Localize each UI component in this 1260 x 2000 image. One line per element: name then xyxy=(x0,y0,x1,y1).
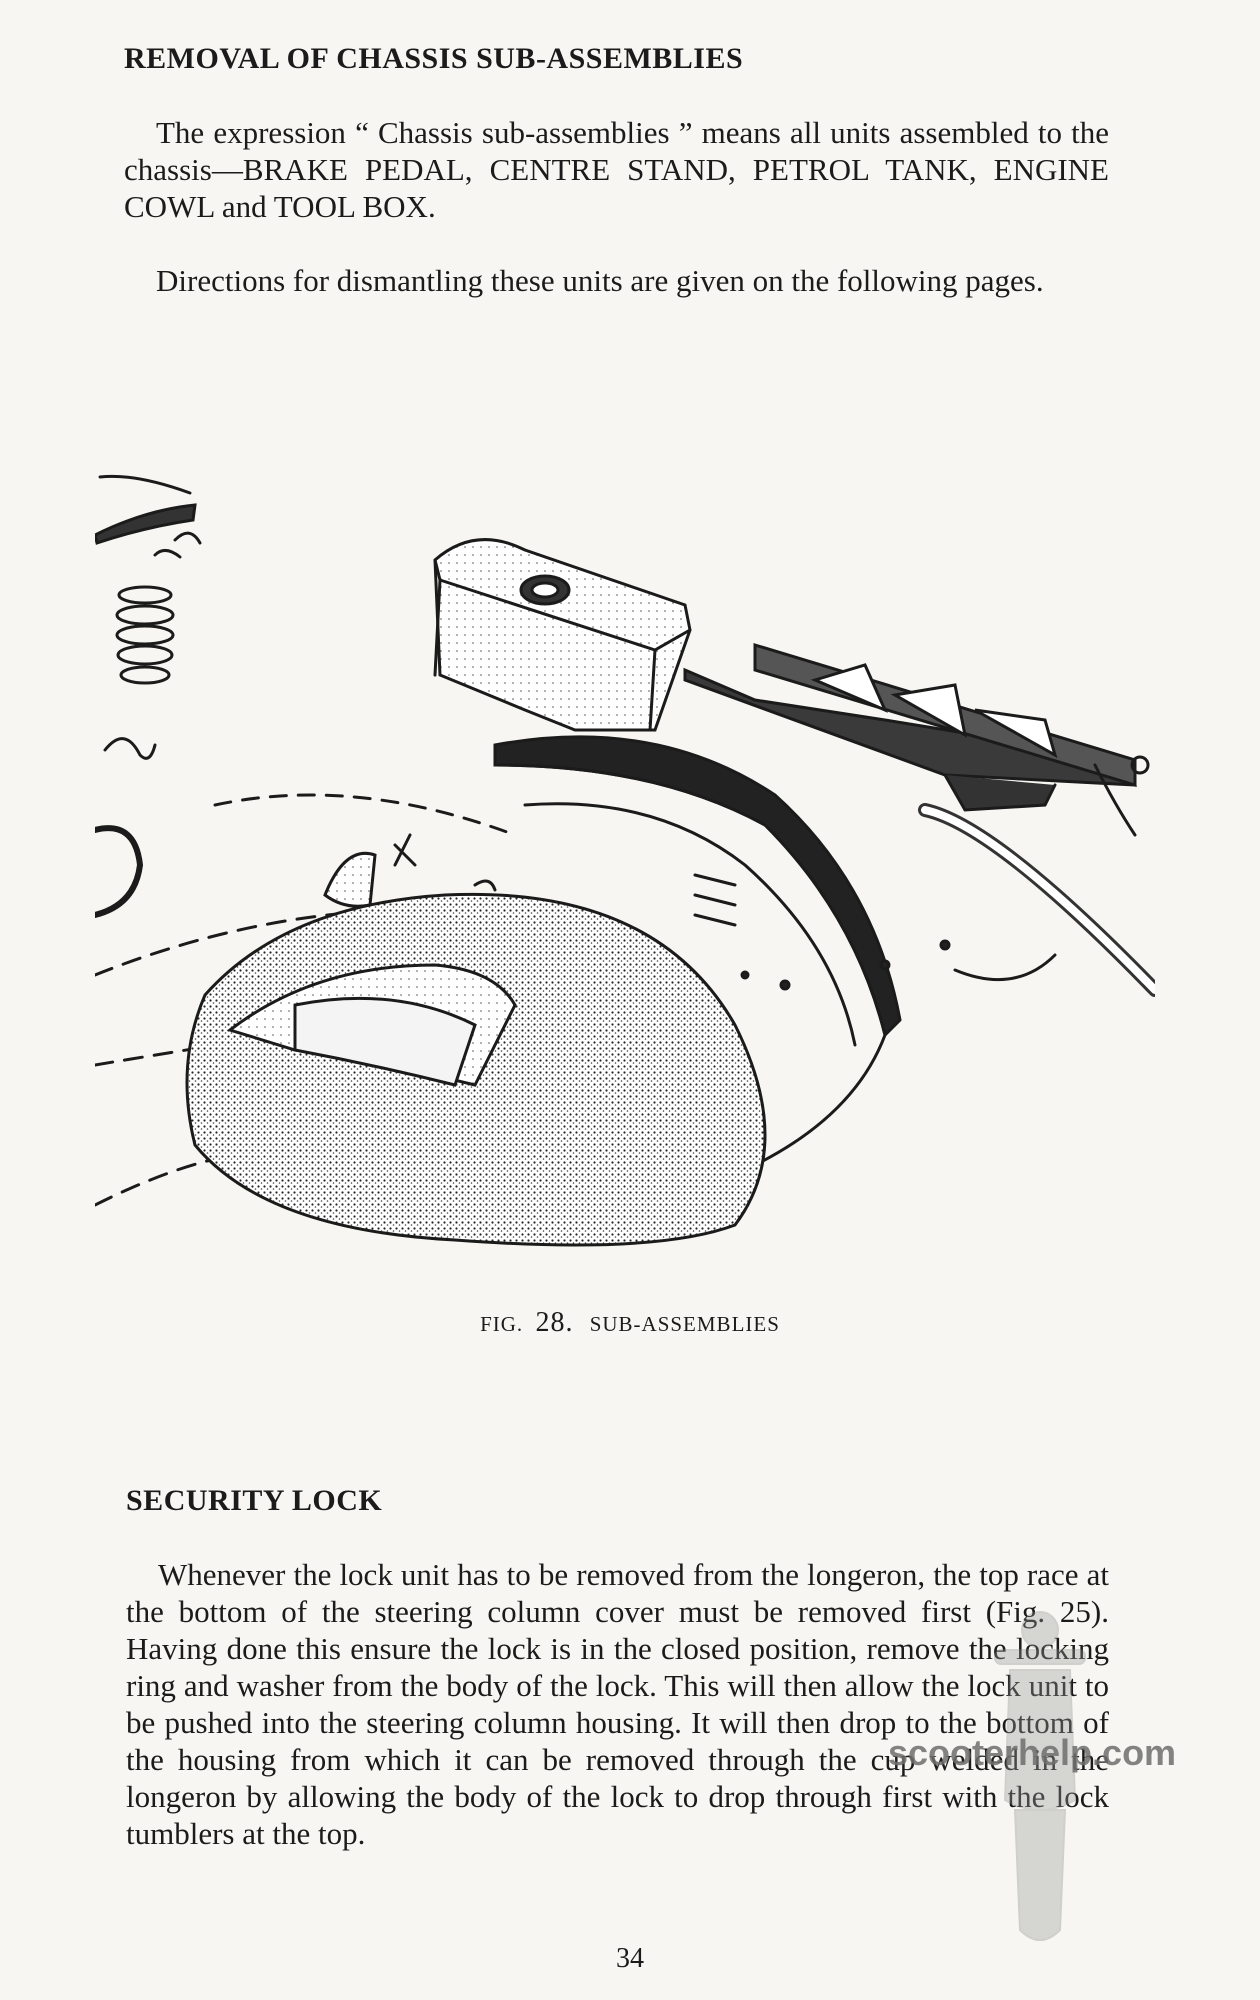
section-heading-security-lock: SECURITY LOCK xyxy=(126,1484,383,1517)
figure-number: 28. xyxy=(535,1307,574,1338)
paragraph-security-lock: Whenever the lock unit has to be removed… xyxy=(126,1557,1109,1851)
paragraph-expression: The expression “ Chassis sub-assemblies … xyxy=(124,115,1109,224)
figure-title: SUB-ASSEMBLIES xyxy=(589,1312,780,1336)
scooter-watermark-icon xyxy=(994,1611,1086,1941)
watermark-text: scooterhelp.com xyxy=(888,1732,1177,1773)
figure-label: FIG. xyxy=(480,1312,524,1336)
section-heading-chassis-sub-assemblies: REMOVAL OF CHASSIS SUB-ASSEMBLIES xyxy=(124,42,744,75)
tool-box xyxy=(185,892,767,1247)
headlamp-rim xyxy=(95,825,144,918)
paragraph-directions: Directions for dismantling these units a… xyxy=(156,263,1044,298)
page-number: 34 xyxy=(616,1943,644,1974)
carrier-frame xyxy=(683,642,1137,812)
side-strip xyxy=(918,755,1155,997)
exploded-view-illustration xyxy=(95,474,1155,1247)
figure-caption: FIG. 28. SUB-ASSEMBLIES xyxy=(0,1307,1260,1339)
petrol-tank xyxy=(433,538,692,732)
spring-assembly xyxy=(95,474,202,760)
